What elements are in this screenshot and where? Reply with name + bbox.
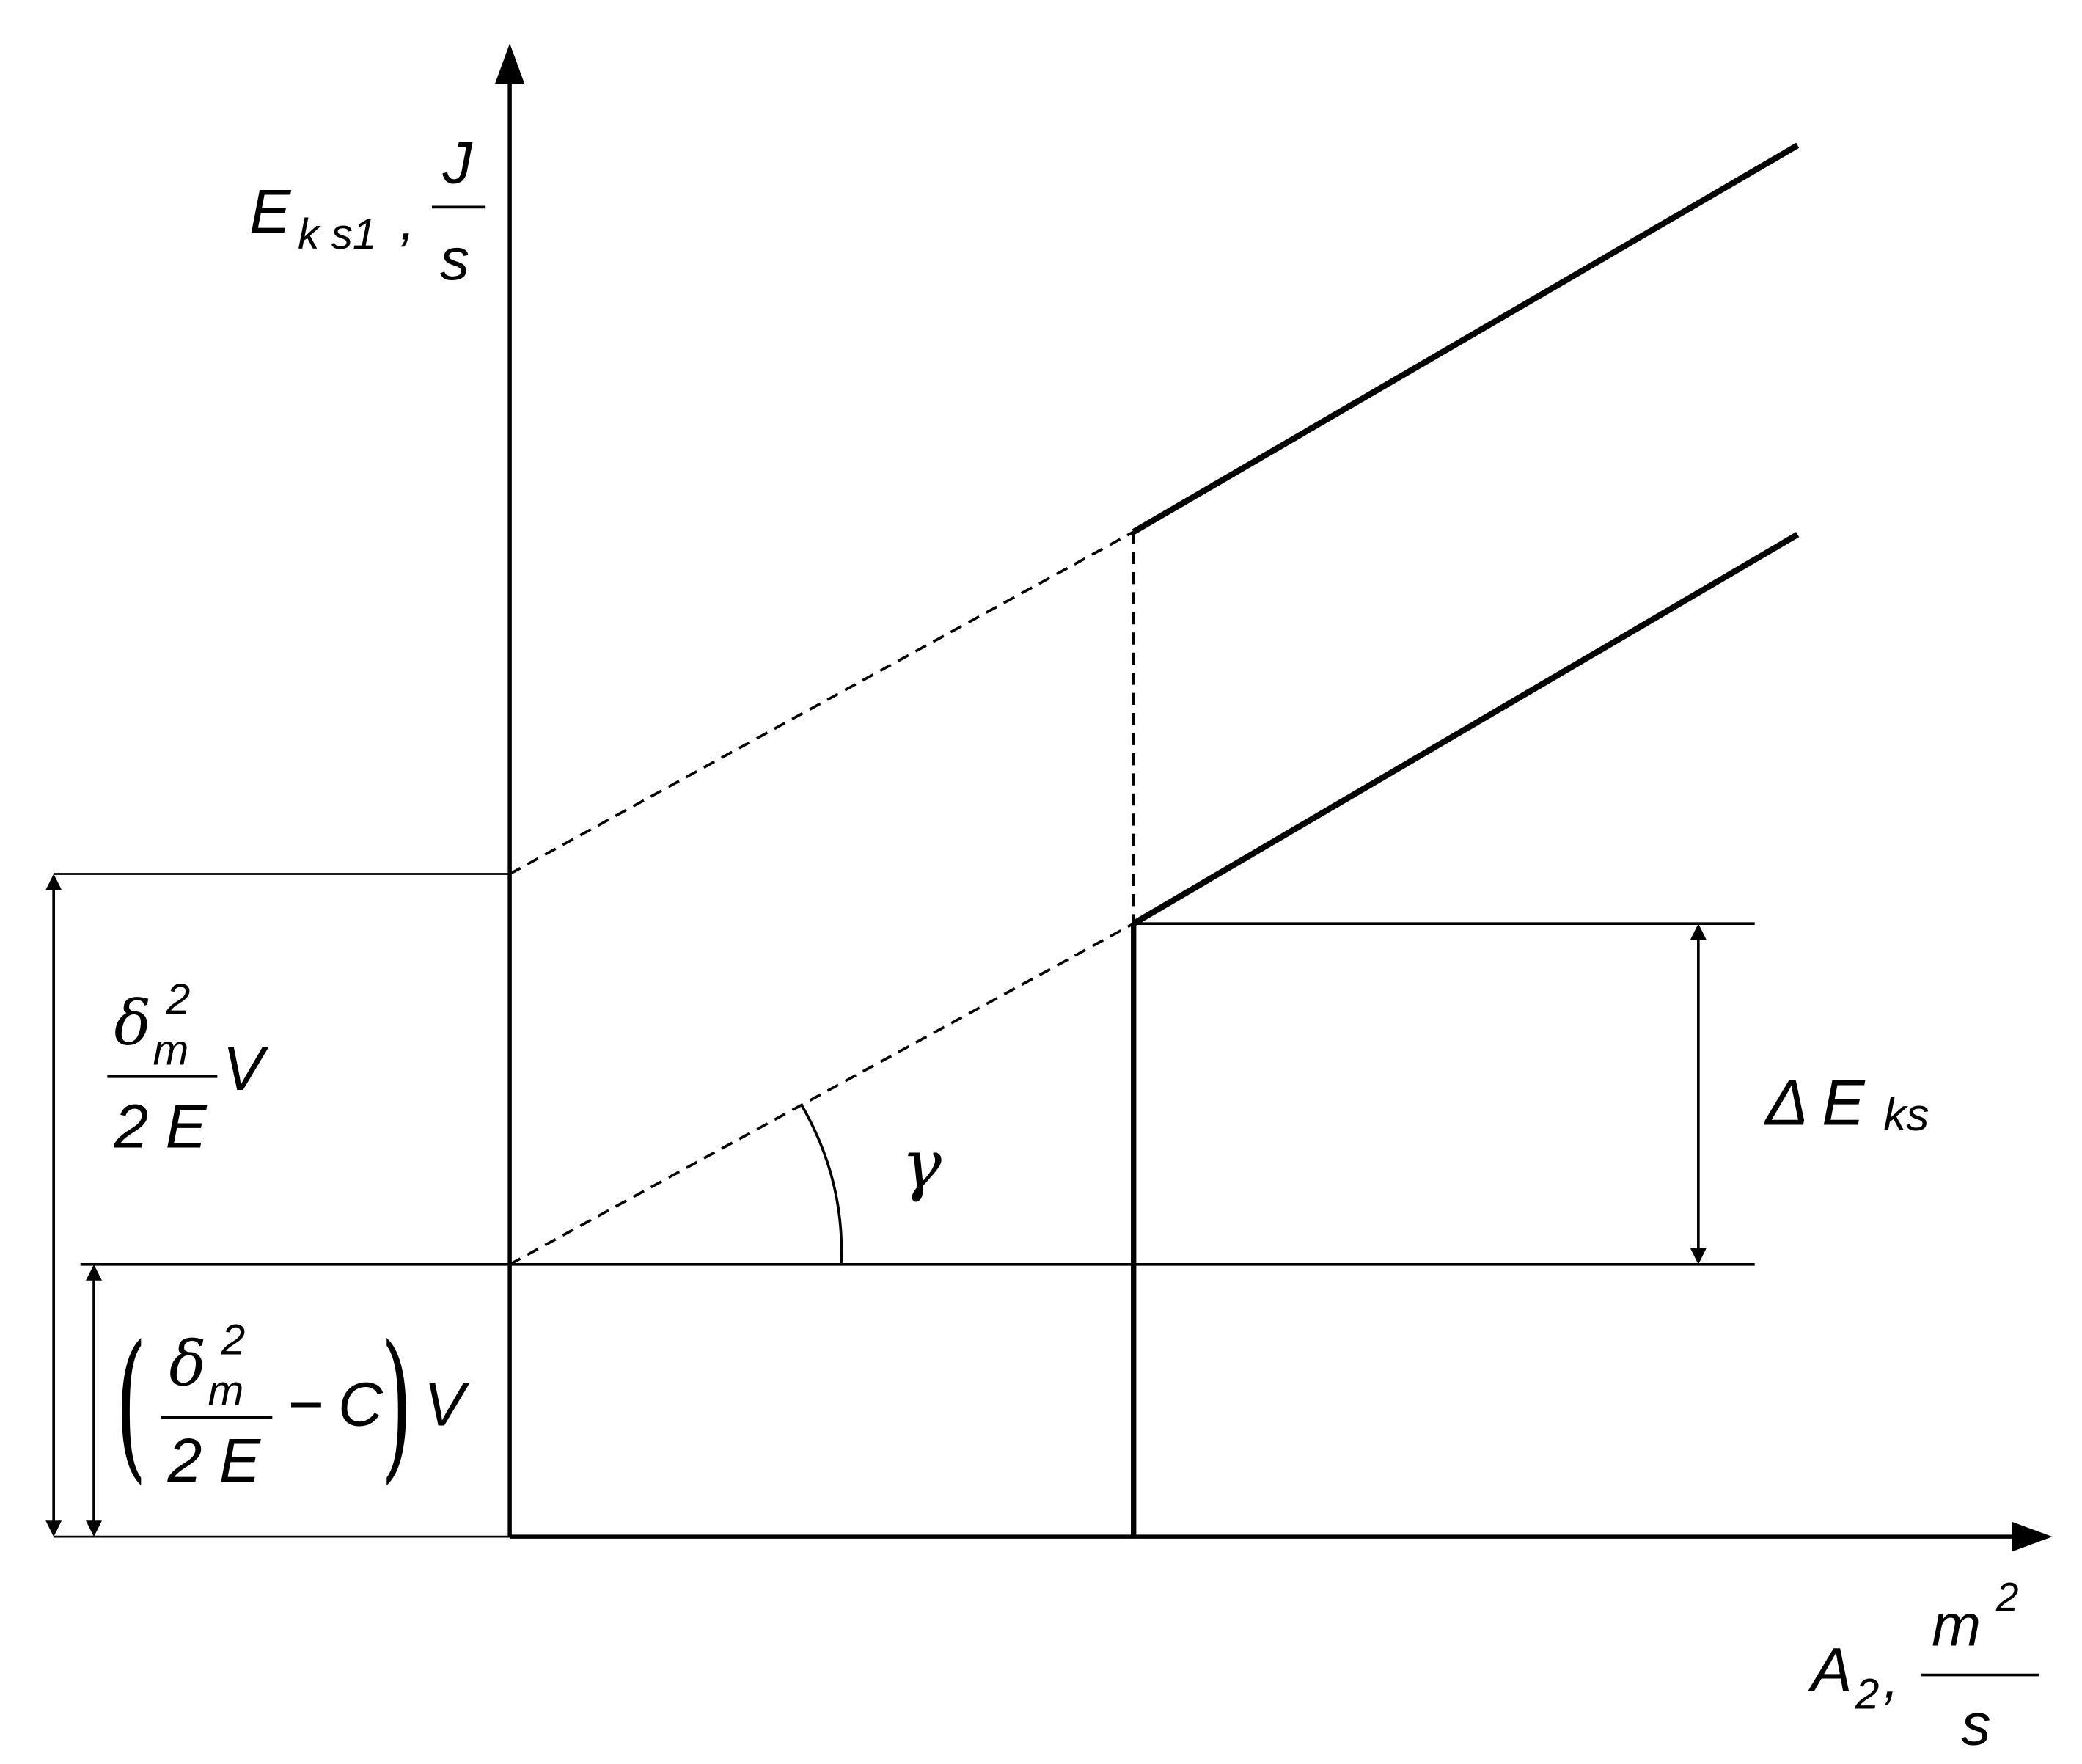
x-axis-label: A 2 , m 2 s	[1807, 1574, 2039, 1758]
lower-term-sup: 2	[221, 1316, 246, 1364]
x-axis-label-sep: ,	[1883, 1647, 1899, 1710]
upper-dashed-line	[509, 530, 1135, 876]
x-axis-label-unit-num: m	[1932, 1592, 1981, 1658]
delta-label-prefix: Δ	[1764, 1067, 1808, 1139]
delta-label-sub: ks	[1883, 1090, 1929, 1141]
lower-term-close-paren: )	[381, 1311, 413, 1498]
angle-arc	[801, 1105, 843, 1265]
y-axis-label: E k s1 , J s	[249, 130, 486, 293]
upper-term-sub: m	[153, 1026, 189, 1074]
y-axis-label-sub: k s1	[298, 211, 376, 258]
upper-left-term: δ m 2 2 E V	[107, 976, 269, 1161]
x-axis-label-sub: 2	[1855, 1670, 1880, 1718]
lower-term-minus: −	[287, 1369, 323, 1438]
lower-term-delta: δ	[169, 1328, 206, 1399]
lower-term-den: 2 E	[167, 1426, 261, 1495]
x-axis-label-main: A	[1807, 1636, 1852, 1705]
lower-term-open-paren: (	[115, 1311, 147, 1498]
lower-term-factor: V	[424, 1369, 470, 1438]
y-axis-arrowhead	[494, 43, 525, 84]
x-axis-label-unit-num-sup: 2	[1995, 1574, 2019, 1620]
upper-term-sup: 2	[166, 976, 191, 1023]
angle-label-gamma: γ	[901, 1126, 942, 1204]
lower-term-sub: m	[208, 1367, 244, 1415]
lower-sloped-line	[1132, 532, 1800, 926]
upper-term-den: 2 E	[113, 1092, 207, 1161]
upper-term-delta: δ	[114, 987, 151, 1059]
lower-term-const: C	[338, 1369, 384, 1438]
y-axis-label-unit-num: J	[442, 130, 473, 196]
delta-label-main: E	[1822, 1067, 1866, 1139]
lower-left-term: ( δ m 2 2 E − C ) V	[115, 1311, 470, 1498]
lower-dashed-line	[509, 922, 1135, 1266]
y-axis-label-sep: ,	[400, 189, 415, 252]
upper-term-factor: V	[223, 1034, 269, 1103]
upper-sloped-line	[1132, 142, 1800, 535]
delta-e-ks-label: Δ E ks	[1764, 1067, 1929, 1141]
y-axis-label-main: E	[249, 177, 291, 246]
x-axis-arrowhead	[2012, 1522, 2053, 1552]
x-axis-label-unit-den: s	[1961, 1692, 1990, 1758]
y-axis-label-unit-den: s	[440, 227, 469, 293]
